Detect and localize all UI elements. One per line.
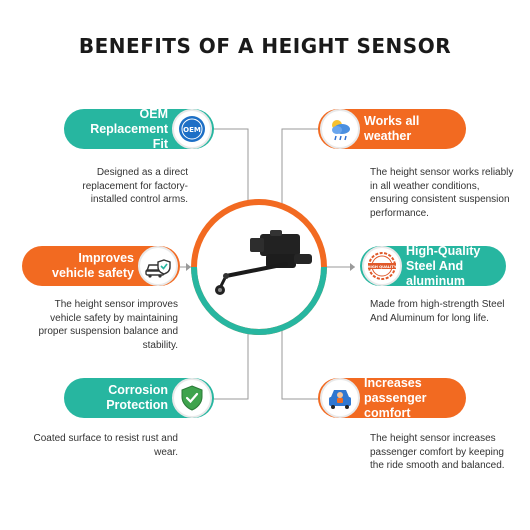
benefit-description: The height sensor increases passenger co… [370, 433, 505, 471]
benefit-oem-replacement-fit: OEM Replacement Fit OEM [64, 106, 214, 151]
benefit-description: Coated surface to resist rust and wear. [33, 433, 178, 458]
height-sensor-image [215, 230, 312, 295]
passenger-car-icon [320, 378, 360, 418]
benefit-description: The height sensor works reliably in all … [370, 167, 514, 219]
benefit-description: Made from high-strength Steel And Alumin… [370, 299, 505, 324]
weather-icon [320, 109, 360, 149]
shield-check-icon [172, 378, 212, 418]
oem-badge-icon: OEM [172, 109, 212, 149]
product-frame [191, 199, 327, 335]
benefit-description: The height sensor improves vehicle safet… [38, 299, 178, 351]
page-title: BENEFITS OF A HEIGHT SENSOR [78, 34, 452, 58]
high-quality-seal-icon: HIGH QUALITY [362, 246, 402, 286]
oem-badge-text: OEM [183, 126, 201, 134]
high-quality-seal-text: HIGH QUALITY [368, 265, 397, 269]
benefit-improves-vehicle-safety: Improves vehicle safety [22, 246, 180, 286]
benefit-increases-passenger-comfort: Increases passenger comfort [318, 375, 466, 420]
benefit-high-quality-steel-aluminum: HIGH QUALITY High-Quality Steel And alum… [360, 243, 506, 288]
benefit-label: Works all weather [364, 114, 420, 143]
benefit-works-all-weather: Works all weather [318, 109, 466, 149]
benefit-label: OEM Replacement Fit [90, 106, 168, 151]
benefit-label: Increases passenger comfort [364, 375, 427, 420]
benefit-corrosion-protection: Corrosion Protection [64, 378, 214, 418]
car-shield-icon [138, 246, 178, 286]
benefit-label: Improves vehicle safety [52, 251, 134, 280]
benefit-label: High-Quality Steel And aluminum [406, 243, 481, 288]
benefit-label: Corrosion Protection [106, 383, 168, 412]
benefit-description: Designed as a direct replacement for fac… [82, 167, 188, 205]
frame-teal-arc [191, 266, 327, 335]
